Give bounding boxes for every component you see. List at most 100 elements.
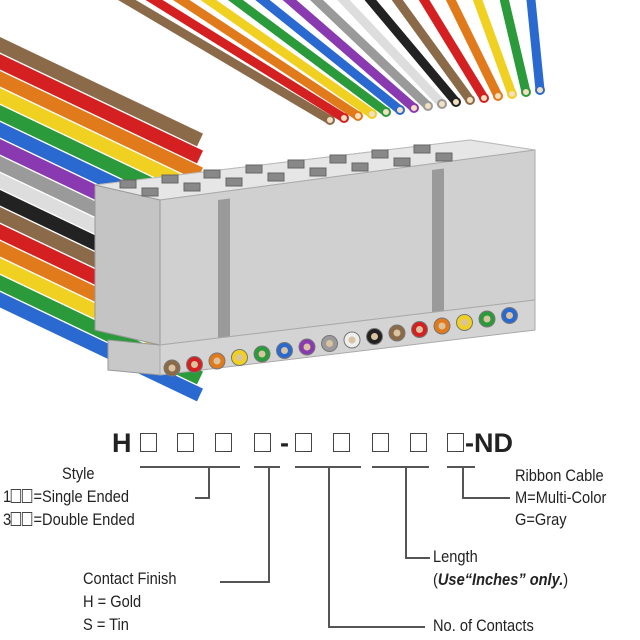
wire-contact-core	[168, 364, 176, 372]
finish-gold: H = Gold	[83, 592, 142, 611]
wire	[118, 0, 335, 125]
wire-contact-core	[438, 322, 446, 330]
ribbon-multi: M=Multi-Color	[515, 488, 607, 507]
length-leader	[405, 557, 430, 559]
ribbon-leader	[462, 466, 464, 498]
ribbon-leader	[462, 497, 510, 499]
part-number-suffix: -ND	[465, 428, 513, 458]
wire-contact-core	[281, 347, 288, 354]
wire	[472, 0, 517, 99]
socket-hole	[267, 172, 285, 182]
wire-end	[423, 101, 433, 111]
length-leader	[405, 466, 407, 558]
code-box	[177, 433, 194, 452]
wire-end	[507, 89, 517, 99]
finish-title: Contact Finish	[83, 569, 177, 588]
wire-end	[479, 93, 489, 103]
wire-contact-core	[236, 354, 243, 361]
socket-hole	[393, 157, 411, 167]
wire-end	[521, 87, 531, 97]
part-number-separator: -	[280, 428, 289, 458]
socket-hole	[287, 159, 305, 169]
style-code: 1	[3, 487, 12, 506]
length-underline	[372, 466, 429, 468]
wire-contact-core	[326, 340, 333, 347]
code-box	[447, 433, 464, 452]
wire-contact-core	[416, 326, 423, 333]
wire-contact-core	[393, 329, 401, 337]
socket-hole	[225, 177, 243, 187]
socket-hole	[309, 167, 327, 177]
wire-contact-core	[483, 315, 491, 323]
wire-end	[437, 99, 447, 109]
wire-end	[409, 103, 419, 113]
socket-hole	[435, 152, 453, 162]
wire	[227, 0, 391, 117]
ribbon-title: Ribbon Cable	[515, 466, 604, 485]
code-box	[215, 433, 232, 452]
wire	[0, 54, 204, 164]
wire-end	[381, 107, 391, 117]
socket-hole	[119, 179, 137, 189]
socket-hole	[183, 182, 201, 192]
contacts-leader	[328, 466, 330, 627]
style-option-double: 3=Double Ended	[3, 510, 135, 530]
connector-body	[94, 139, 536, 377]
wire	[200, 0, 377, 119]
finish-leader	[268, 466, 270, 582]
wire-contact-core	[506, 312, 513, 319]
code-box	[254, 433, 271, 452]
style-desc: =Double Ended	[33, 510, 135, 529]
wire	[0, 292, 204, 402]
style-title: Style	[62, 464, 95, 483]
wire-end	[367, 109, 377, 119]
socket-hole	[161, 174, 179, 184]
wire-end	[395, 105, 405, 115]
socket-hole	[413, 144, 431, 154]
wire	[255, 0, 405, 115]
wire	[0, 37, 204, 147]
socket-hole	[141, 187, 159, 197]
wire	[173, 0, 363, 121]
wire-end	[465, 95, 475, 105]
wire-contact-core	[258, 350, 266, 358]
contacts-leader	[328, 626, 425, 628]
wire	[499, 0, 531, 97]
finish-leader	[220, 581, 270, 583]
wire-end	[493, 91, 503, 101]
wire	[0, 88, 204, 198]
socket-hole	[203, 169, 221, 179]
wire	[0, 71, 204, 181]
socket-hole	[245, 164, 263, 174]
part-number-prefix: H	[112, 428, 132, 458]
contacts-title: No. of Contacts	[433, 616, 534, 635]
paren: )	[563, 570, 569, 589]
ribbon-underline	[447, 466, 475, 468]
finish-tin: S = Tin	[83, 615, 129, 634]
wire	[309, 0, 433, 111]
length-note: (Use“Inches” only.)	[433, 570, 568, 590]
style-leader	[208, 466, 210, 498]
ribbon-cable-back	[118, 0, 545, 125]
wire	[418, 0, 489, 103]
wire-end	[451, 97, 461, 107]
style-option-single: 1=Single Ended	[3, 487, 129, 507]
code-box	[410, 433, 427, 452]
socket-hole	[371, 149, 389, 159]
wire	[445, 0, 503, 101]
ribbon-cable-connector-illustration	[0, 0, 545, 402]
wire	[364, 0, 461, 107]
wire-contact-core	[213, 357, 221, 365]
code-box	[140, 433, 157, 452]
socket-hole	[329, 154, 347, 164]
length-title: Length	[433, 547, 478, 566]
socket-hole	[351, 162, 369, 172]
wire	[391, 0, 475, 105]
wire-contact-core	[348, 336, 356, 344]
code-box	[333, 433, 350, 452]
paren: (	[433, 570, 438, 589]
code-box	[372, 433, 389, 452]
style-leader	[195, 497, 210, 499]
wire-end	[353, 111, 363, 121]
